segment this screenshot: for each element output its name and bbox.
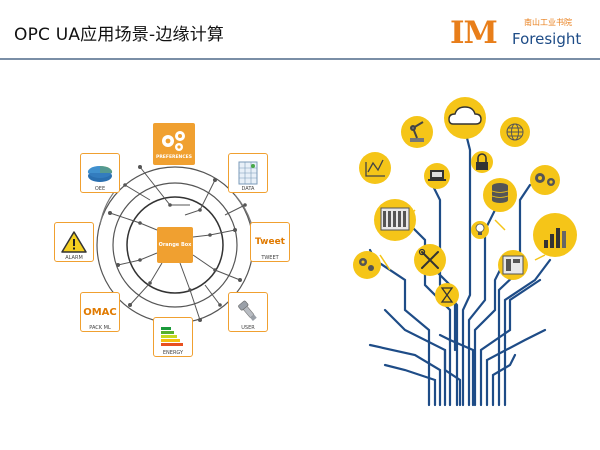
- database-icon: [491, 183, 509, 203]
- alarm-label: ALARM: [65, 255, 83, 261]
- publisher-logo: IM 南山工业书院 Foresight: [450, 16, 590, 56]
- orange-box-center[interactable]: [157, 227, 193, 263]
- globe-icon: [506, 123, 524, 141]
- gears-icon: [162, 131, 185, 151]
- preferences-label: PREFERENCES: [156, 155, 192, 160]
- data-tile[interactable]: [228, 153, 268, 193]
- energy-label: ENERGY: [162, 350, 184, 356]
- gears-icon: [535, 173, 555, 186]
- logo-mark: IM: [450, 15, 498, 51]
- tree-illustration: [353, 97, 577, 407]
- omac-word: OMAC: [83, 306, 117, 318]
- tools-icon: [418, 248, 439, 269]
- preferences-tile[interactable]: [153, 123, 195, 165]
- server-rack-icon: [380, 207, 410, 231]
- header-divider: [0, 58, 600, 60]
- tweet-word: Tweet: [255, 237, 285, 247]
- edge-computing-tree: [345, 90, 590, 410]
- pie-chart-icon: [87, 165, 113, 182]
- slide-title: OPC UA应用场景-边缘计算: [14, 25, 225, 45]
- laptop-icon: [428, 170, 446, 181]
- cloud-icon: [448, 106, 482, 125]
- user-tile[interactable]: [228, 292, 268, 332]
- warning-icon: [61, 231, 87, 253]
- chart-icon: [365, 159, 385, 177]
- orange-box-diagram: PREFERENCES OEE DATA: [40, 105, 340, 395]
- energy-tile[interactable]: [153, 317, 193, 357]
- data-label: DATA: [241, 186, 255, 192]
- orange-box-label: Orange Box: [158, 242, 192, 248]
- bar-chart-icon: [544, 228, 566, 248]
- gears-small-icon: [359, 258, 374, 271]
- control-panel-icon: [502, 255, 524, 275]
- lightbulb-icon: [475, 223, 485, 235]
- alarm-tile[interactable]: [54, 222, 94, 262]
- oee-label: OEE: [94, 186, 106, 192]
- tweet-label: TWEET: [261, 255, 279, 261]
- data-sheet-icon: [238, 161, 258, 185]
- omac-tile[interactable]: OMAC: [80, 292, 120, 332]
- key-icon: [238, 300, 257, 321]
- packml-label: PACK ML: [89, 325, 111, 331]
- tweet-tile[interactable]: Tweet: [250, 222, 290, 262]
- user-label: USER: [241, 325, 255, 331]
- hourglass-icon: [440, 287, 454, 303]
- lock-icon: [476, 153, 488, 170]
- logo-wordmark: Foresight: [512, 30, 582, 48]
- robot-arm-icon: [410, 121, 424, 142]
- logo-publisher-name: 南山工业书院: [524, 18, 572, 27]
- energy-rating-icon: [161, 327, 183, 346]
- oee-tile[interactable]: [80, 153, 120, 193]
